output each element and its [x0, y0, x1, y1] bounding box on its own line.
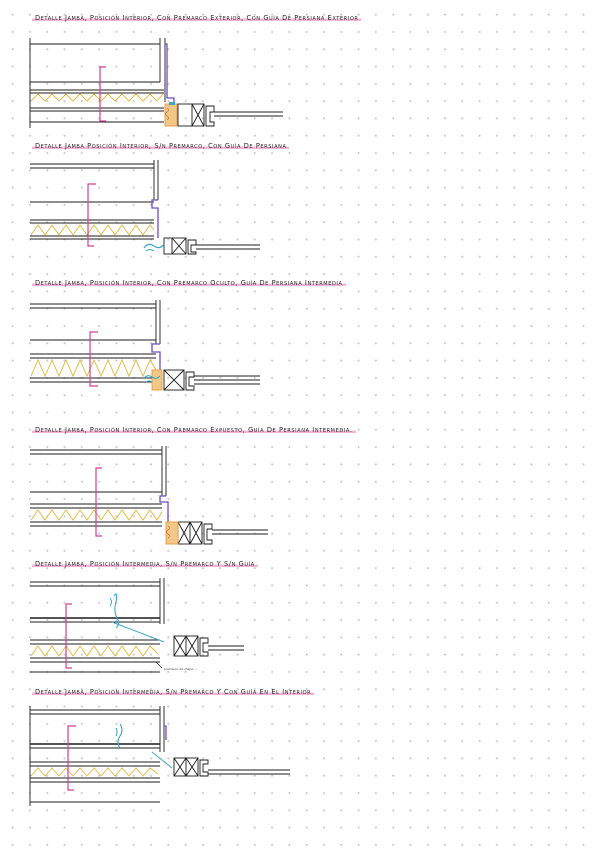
detail-drawing-2	[28, 160, 318, 260]
detail-title-1: Detalle Jamba, Posición Interior, Con Pr…	[32, 12, 362, 24]
detail-drawing-3	[28, 296, 318, 406]
detail-title-6: Detalle Jamba, Posición Intermedia, S/n …	[32, 686, 315, 698]
detail-title-6-text: Detalle Jamba, Posición Intermedia, S/n …	[32, 688, 315, 696]
detail-title-4-text: Detalle Jamba, Posición Interior, Con Pr…	[32, 426, 356, 434]
detail-title-2: Detalle Jamba Posición Interior, S/n Pre…	[32, 140, 290, 152]
detail-title-3-text: Detalle Jamba, Posición Interior, Con Pr…	[32, 279, 346, 287]
detail-title-1-text: Detalle Jamba, Posición Interior, Con Pr…	[32, 14, 362, 22]
detail-title-2-text: Detalle Jamba Posición Interior, S/n Pre…	[32, 142, 290, 150]
detail-drawing-6	[28, 706, 318, 816]
detail-drawing-4	[28, 446, 318, 556]
detail-title-3: Detalle Jamba, Posición Interior, Con Pr…	[32, 277, 346, 289]
detail-title-5-text: Detalle Jamba, Posición Intermedia, S/n …	[32, 560, 258, 568]
annotation-premarco-chapa: premarco de chapa ....	[164, 667, 198, 671]
detail-title-4: Detalle Jamba, Posición Interior, Con Pr…	[32, 424, 356, 436]
detail-drawing-1	[28, 36, 318, 136]
detail-drawing-5: premarco de chapa ....	[28, 578, 318, 683]
detail-title-5: Detalle Jamba, Posición Intermedia, S/n …	[32, 558, 258, 570]
